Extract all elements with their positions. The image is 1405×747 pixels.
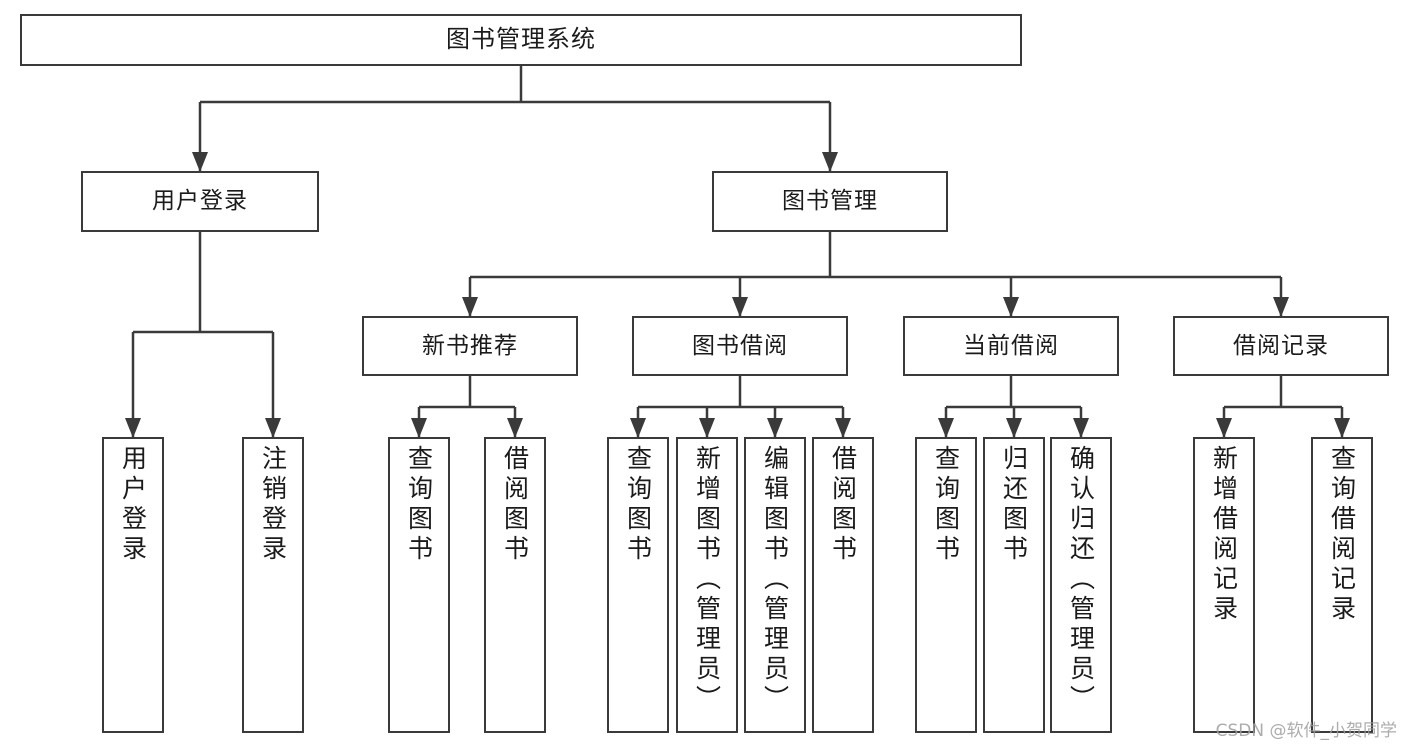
node-leaf-confirm-return[interactable]: 确认归还（管理员） bbox=[1050, 437, 1112, 733]
node-leaf-add-record[interactable]: 新增借阅记录 bbox=[1193, 437, 1255, 733]
node-book-mgmt[interactable]: 图书管理 bbox=[712, 171, 948, 232]
node-label: 编辑图书（管理员） bbox=[760, 445, 790, 715]
node-leaf-return-book[interactable]: 归还图书 bbox=[983, 437, 1045, 733]
node-label: 新增图书（管理员） bbox=[692, 445, 722, 715]
node-label: 图书管理系统 bbox=[446, 25, 596, 54]
node-label: 借阅记录 bbox=[1233, 332, 1329, 359]
node-label: 注销登录 bbox=[258, 445, 288, 565]
node-label: 借阅图书 bbox=[828, 445, 858, 565]
node-label: 查询图书 bbox=[404, 445, 434, 565]
node-label: 用户登录 bbox=[152, 188, 248, 215]
node-new-book-rec[interactable]: 新书推荐 bbox=[362, 316, 578, 376]
node-user-login[interactable]: 用户登录 bbox=[81, 171, 319, 232]
node-book-borrow[interactable]: 图书借阅 bbox=[632, 316, 848, 376]
node-leaf-add-book[interactable]: 新增图书（管理员） bbox=[676, 437, 738, 733]
node-leaf-query-record[interactable]: 查询借阅记录 bbox=[1311, 437, 1373, 733]
node-leaf-borrow-book-1[interactable]: 借阅图书 bbox=[484, 437, 546, 733]
node-current-borrow[interactable]: 当前借阅 bbox=[903, 316, 1119, 376]
node-label: 当前借阅 bbox=[963, 332, 1059, 359]
node-label: 查询图书 bbox=[623, 445, 653, 565]
node-borrow-record[interactable]: 借阅记录 bbox=[1173, 316, 1389, 376]
node-leaf-user-login[interactable]: 用户登录 bbox=[102, 437, 164, 733]
node-root[interactable]: 图书管理系统 bbox=[20, 14, 1022, 66]
node-leaf-borrow-book-2[interactable]: 借阅图书 bbox=[812, 437, 874, 733]
node-leaf-query-book-2[interactable]: 查询图书 bbox=[607, 437, 669, 733]
node-label: 图书管理 bbox=[782, 188, 878, 215]
node-leaf-edit-book[interactable]: 编辑图书（管理员） bbox=[744, 437, 806, 733]
csdn-watermark: CSDN @软件_小贺同学 bbox=[1215, 721, 1397, 741]
node-leaf-query-book-1[interactable]: 查询图书 bbox=[388, 437, 450, 733]
node-leaf-logout[interactable]: 注销登录 bbox=[242, 437, 304, 733]
node-label: 图书借阅 bbox=[692, 332, 788, 359]
node-label: 新书推荐 bbox=[422, 332, 518, 359]
node-label: 用户登录 bbox=[118, 445, 148, 565]
node-label: 归还图书 bbox=[999, 445, 1029, 565]
node-label: 确认归还（管理员） bbox=[1066, 445, 1096, 715]
node-label: 查询图书 bbox=[931, 445, 961, 565]
node-leaf-query-book-3[interactable]: 查询图书 bbox=[915, 437, 977, 733]
node-label: 查询借阅记录 bbox=[1327, 445, 1357, 625]
node-label: 借阅图书 bbox=[500, 445, 530, 565]
node-label: 新增借阅记录 bbox=[1209, 445, 1239, 625]
